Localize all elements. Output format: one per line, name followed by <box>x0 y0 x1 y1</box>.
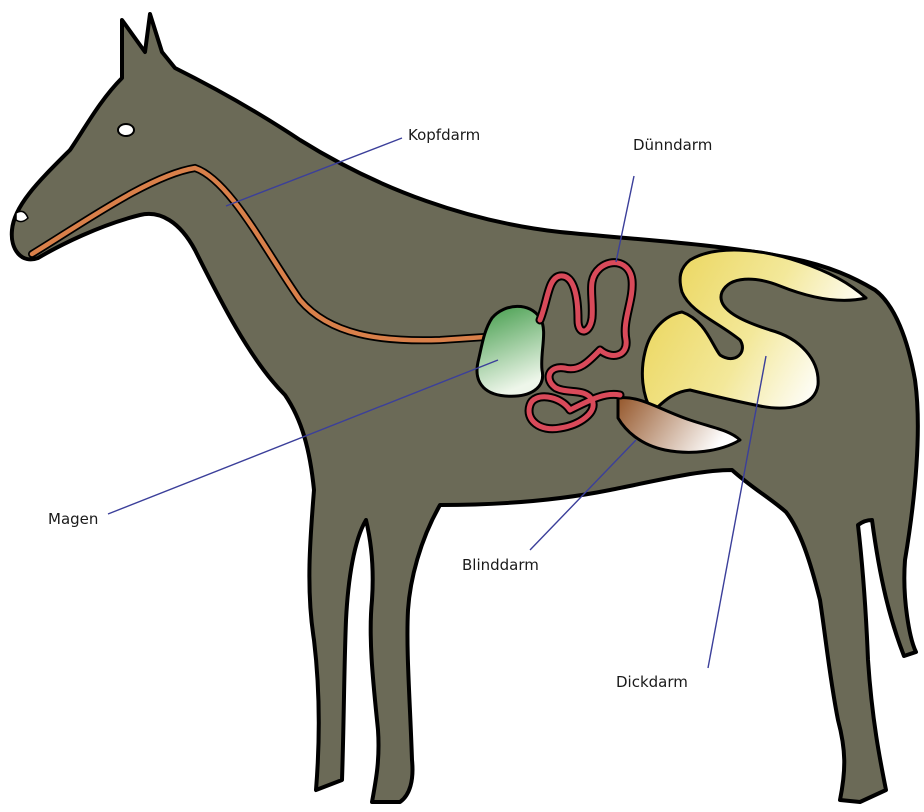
eye <box>118 124 134 136</box>
label-magen: Magen <box>48 510 98 528</box>
label-duenndarm: Dünndarm <box>633 136 712 154</box>
label-dickdarm: Dickdarm <box>616 673 688 691</box>
label-blinddarm: Blinddarm <box>462 556 539 574</box>
label-kopfdarm: Kopfdarm <box>408 126 480 144</box>
